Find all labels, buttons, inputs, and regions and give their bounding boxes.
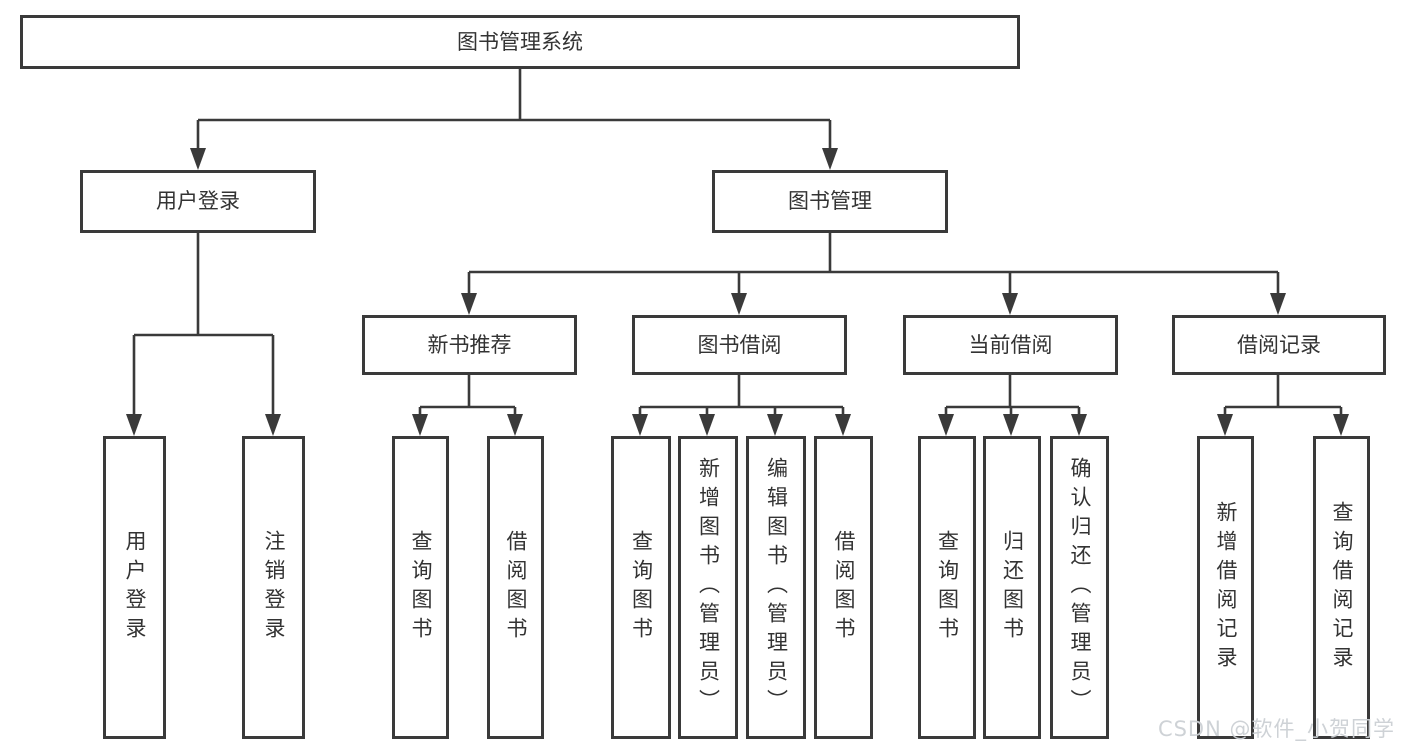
leaf-confirm-return-admin-label: 确认归还（管理员）	[1068, 457, 1092, 718]
node-current-borrow: 当前借阅	[903, 315, 1118, 375]
node-root: 图书管理系统	[20, 15, 1020, 69]
leaf-confirm-return-admin: 确认归还（管理员）	[1050, 436, 1109, 739]
leaf-user-login: 用户登录	[103, 436, 166, 739]
node-new-book-recommend-label: 新书推荐	[427, 332, 512, 357]
node-current-borrow-label: 当前借阅	[968, 332, 1053, 357]
node-new-book-recommend: 新书推荐	[362, 315, 577, 375]
leaf-logout-login-label: 注销登录	[262, 529, 286, 646]
node-book-management-label: 图书管理	[788, 189, 872, 213]
node-book-borrow-label: 图书借阅	[697, 332, 782, 357]
node-user-login: 用户登录	[80, 170, 316, 233]
leaf-edit-books-admin: 编辑图书（管理员）	[746, 436, 806, 739]
node-book-borrow: 图书借阅	[632, 315, 847, 375]
leaf-return-books-label: 归还图书	[1000, 529, 1025, 646]
leaf-add-books-admin-label: 新增图书（管理员）	[696, 457, 721, 718]
leaf-logout-login: 注销登录	[242, 436, 305, 739]
leaf-borrow-books-recommend: 借阅图书	[487, 436, 544, 739]
leaf-add-borrow-record: 新增借阅记录	[1197, 436, 1254, 739]
leaf-query-borrow-record: 查询借阅记录	[1313, 436, 1370, 739]
leaf-return-books: 归还图书	[983, 436, 1041, 739]
node-borrow-records-label: 借阅记录	[1237, 332, 1321, 357]
leaf-borrow-books-label: 借阅图书	[832, 529, 856, 646]
leaf-query-books-borrow-label: 查询图书	[629, 529, 654, 646]
node-borrow-records: 借阅记录	[1172, 315, 1386, 375]
node-book-management: 图书管理	[712, 170, 948, 233]
leaf-query-books-recommend: 查询图书	[392, 436, 449, 739]
node-root-label: 图书管理系统	[457, 29, 583, 54]
node-user-login-label: 用户登录	[156, 189, 240, 213]
leaf-query-borrow-record-label: 查询借阅记录	[1330, 500, 1354, 675]
leaf-user-login-label: 用户登录	[123, 529, 147, 646]
leaf-query-books-current-label: 查询图书	[935, 529, 960, 646]
leaf-borrow-books: 借阅图书	[814, 436, 873, 739]
leaf-query-books-recommend-label: 查询图书	[409, 529, 433, 646]
leaf-edit-books-admin-label: 编辑图书（管理员）	[764, 457, 789, 718]
leaf-query-books-current: 查询图书	[918, 436, 976, 739]
leaf-query-books-borrow: 查询图书	[611, 436, 671, 739]
leaf-borrow-books-recommend-label: 借阅图书	[504, 529, 528, 646]
leaf-add-borrow-record-label: 新增借阅记录	[1214, 500, 1238, 675]
leaf-add-books-admin: 新增图书（管理员）	[678, 436, 738, 739]
